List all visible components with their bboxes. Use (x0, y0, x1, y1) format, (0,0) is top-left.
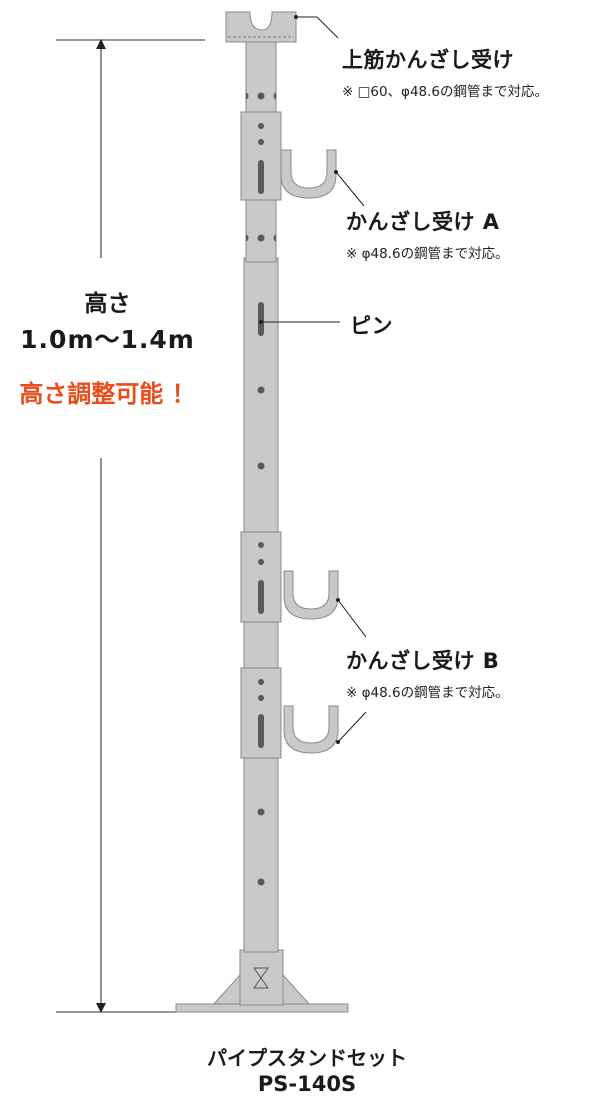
leader-support-b (337, 599, 367, 638)
support-a-title: かんざし受け A (346, 210, 500, 234)
pole-holes-upper (257, 386, 265, 470)
product-model: PS-140S (257, 1072, 357, 1096)
top-support-title: 上筋かんざし受け (342, 48, 514, 72)
sleeve-a (240, 111, 282, 201)
sleeve-b-upper (240, 531, 282, 623)
upper-notches (246, 92, 276, 242)
pin-title: ピン (350, 314, 393, 338)
leader-lines (263, 16, 367, 743)
pole-holes-lower (257, 808, 265, 886)
hook-b-lower (283, 705, 339, 754)
pin-slot (258, 302, 264, 336)
height-label: 高さ (84, 291, 131, 317)
top-support-note: ※ □60、φ48.6の鋼管まで対応。 (342, 84, 548, 100)
leader-top-support (296, 16, 339, 39)
leader-support-b-lower (337, 711, 367, 743)
hook-b-upper (283, 570, 339, 620)
hook-a (280, 149, 337, 199)
leader-support-a (335, 171, 365, 207)
height-range: 1.0m〜1.4m (20, 325, 195, 354)
product-name: パイプスタンドセット (207, 1046, 407, 1070)
base-plate (175, 949, 349, 1013)
height-annotation: 高さ 1.0m〜1.4m 高さ調整可能 ！ (0, 286, 215, 410)
support-b-title: かんざし受け B (346, 649, 500, 673)
support-b-note: ※ φ48.6の鋼管まで対応。 (346, 685, 509, 701)
leader-dots (259, 15, 340, 744)
sleeve-b-lower (240, 667, 282, 759)
top-support-saddle (225, 11, 297, 43)
bolt-icon (253, 967, 269, 989)
height-adjustable-label: 高さ調整可能 ！ (19, 380, 196, 408)
support-a-note: ※ φ48.6の鋼管まで対応。 (346, 246, 509, 262)
